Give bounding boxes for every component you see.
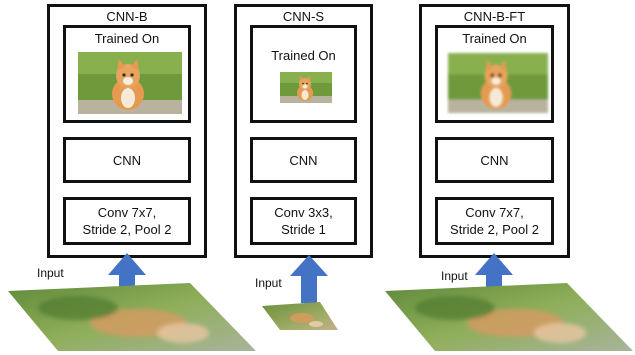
input-image-large (8, 283, 258, 353)
up-arrow-icon (108, 253, 146, 303)
conv-line-1: Conv 3x3, (274, 205, 333, 220)
up-arrow-icon (475, 253, 513, 303)
conv-box: Conv 7x7, Stride 2, Pool 2 (63, 197, 191, 245)
trained-on-label: Trained On (271, 48, 336, 63)
kitten-photo (280, 72, 332, 103)
panel-title: CNN-B (106, 9, 148, 24)
cnn-box: CNN (250, 137, 357, 183)
cnn-label: CNN (289, 152, 318, 168)
cnn-label: CNN (112, 152, 142, 168)
conv-box: Conv 3x3, Stride 1 (250, 197, 357, 245)
panel-cnn-b-ft: CNN-B-FT Trained On CNN Conv 7x7, Str (419, 4, 570, 258)
conv-line-2: Stride 1 (281, 222, 326, 237)
conv-box: Conv 7x7, Stride 2, Pool 2 (435, 197, 554, 245)
trained-on-label: Trained On (94, 31, 160, 46)
trained-on-box: Trained On (435, 25, 554, 123)
kitten-photo-blurred (448, 52, 548, 114)
cnn-box: CNN (435, 137, 554, 183)
cnn-box: CNN (63, 137, 191, 183)
panel-cnn-b: CNN-B Trained On CNN Conv 7x7, Stride (47, 4, 207, 258)
trained-on-box: Trained On (63, 25, 191, 123)
conv-line-2: Stride 2, Pool 2 (82, 222, 172, 237)
input-image-large (385, 283, 635, 353)
input-label: Input (441, 269, 468, 283)
conv-line-1: Conv 7x7, (465, 205, 524, 220)
trained-on-label: Trained On (462, 31, 527, 46)
panel-title: CNN-S (282, 9, 325, 24)
input-image-small (262, 302, 340, 332)
kitten-photo (78, 52, 182, 114)
conv-line-1: Conv 7x7, (97, 205, 157, 220)
panel-cnn-s: CNN-S Trained On CNN Conv 3x3, Stride (234, 4, 373, 258)
conv-line-2: Stride 2, Pool 2 (450, 222, 539, 237)
trained-on-box: Trained On (250, 25, 357, 123)
panel-title: CNN-B-FT (463, 9, 526, 24)
up-arrow-icon (290, 255, 328, 305)
input-label: Input (255, 276, 282, 290)
input-label: Input (37, 266, 64, 280)
cnn-label: CNN (480, 152, 509, 168)
